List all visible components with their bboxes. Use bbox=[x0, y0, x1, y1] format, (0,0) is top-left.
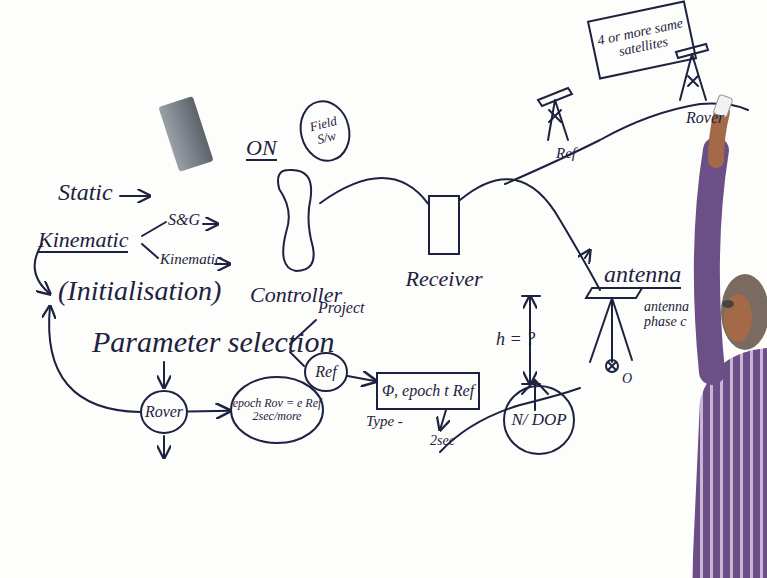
part-label: antenna phase c bbox=[644, 300, 704, 329]
submode-label: S&G bbox=[168, 212, 200, 229]
node-text: N/ DOP bbox=[509, 411, 568, 429]
receiver-box: Receiver bbox=[428, 195, 460, 255]
node-text: epoch Rov = e Ref 2sec/more bbox=[230, 397, 324, 422]
phi-box: Φ, epoch t Ref bbox=[376, 372, 480, 410]
step-label: Parameter selection bbox=[92, 326, 334, 358]
node-text: Φ, epoch t Ref bbox=[380, 383, 476, 400]
rover-circle: Rover bbox=[140, 390, 188, 434]
node-text: Rover bbox=[143, 404, 185, 421]
dimension-label: h = ? bbox=[496, 330, 535, 349]
switch-label: ON bbox=[246, 136, 277, 161]
connector bbox=[320, 178, 428, 204]
eraser bbox=[158, 96, 213, 172]
node-text: Ref bbox=[313, 364, 338, 381]
ref-circle: Ref bbox=[304, 352, 348, 392]
controller-shape: Controller bbox=[272, 168, 320, 273]
point-label: O bbox=[622, 372, 632, 387]
station-label: Ref bbox=[556, 146, 576, 162]
connector bbox=[188, 410, 230, 413]
submode-label: Kinematic bbox=[160, 252, 222, 268]
dop-circle: N/ DOP bbox=[503, 385, 575, 455]
software-circle: Field S/w bbox=[293, 95, 357, 167]
node-text: Controller bbox=[248, 283, 344, 306]
node-text: Receiver bbox=[404, 267, 485, 290]
node-outline bbox=[272, 168, 320, 273]
note-label: 2sec bbox=[430, 434, 455, 449]
mode-label: Kinematic bbox=[38, 228, 128, 253]
note-label: Type - bbox=[366, 414, 403, 430]
mode-label: Static bbox=[58, 180, 113, 205]
station-label: Rover bbox=[686, 110, 724, 127]
part-label: antenna bbox=[604, 262, 681, 289]
connector bbox=[348, 376, 376, 381]
step-label: (Initialisation) bbox=[58, 276, 221, 305]
note-box: 4 or more same satellites bbox=[587, 0, 697, 79]
node-text: 4 or more same satellites bbox=[592, 16, 692, 65]
lecturer bbox=[692, 94, 767, 578]
epoch-ellipse: epoch Rov = e Ref 2sec/more bbox=[230, 376, 324, 444]
node-text: Field S/w bbox=[297, 112, 352, 151]
